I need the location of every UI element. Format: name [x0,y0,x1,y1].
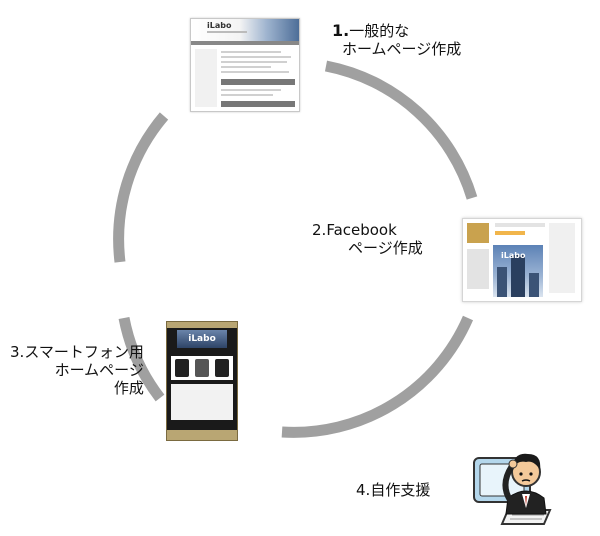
person-at-computer-illustration [473,453,552,525]
website-screenshot-thumbnail: iLabo [190,18,300,112]
ring-arc-bottom-right [281,315,474,438]
ring-arc-top-right [324,60,478,200]
ring-arc-top-left [113,112,169,263]
facebook-page-screenshot-thumbnail: iLabo [462,218,582,302]
smartphone-site-screenshot-thumbnail: iLabo [166,321,238,441]
smartphone-brand-logo: iLabo [177,330,227,348]
ring-arc-bottom-left [118,316,165,402]
site-brand-logo: iLabo [207,21,232,30]
facebook-brand-logo: iLabo [501,251,526,260]
step-2-label: 2.Facebook ページ作成 [312,221,423,257]
step-4-label: 4.自作支援 [356,481,431,499]
step-1-label: 1.一般的な ホームページ作成 [332,21,462,59]
step-3-label: 3.スマートフォン用 ホームページ 作成 [10,343,144,397]
